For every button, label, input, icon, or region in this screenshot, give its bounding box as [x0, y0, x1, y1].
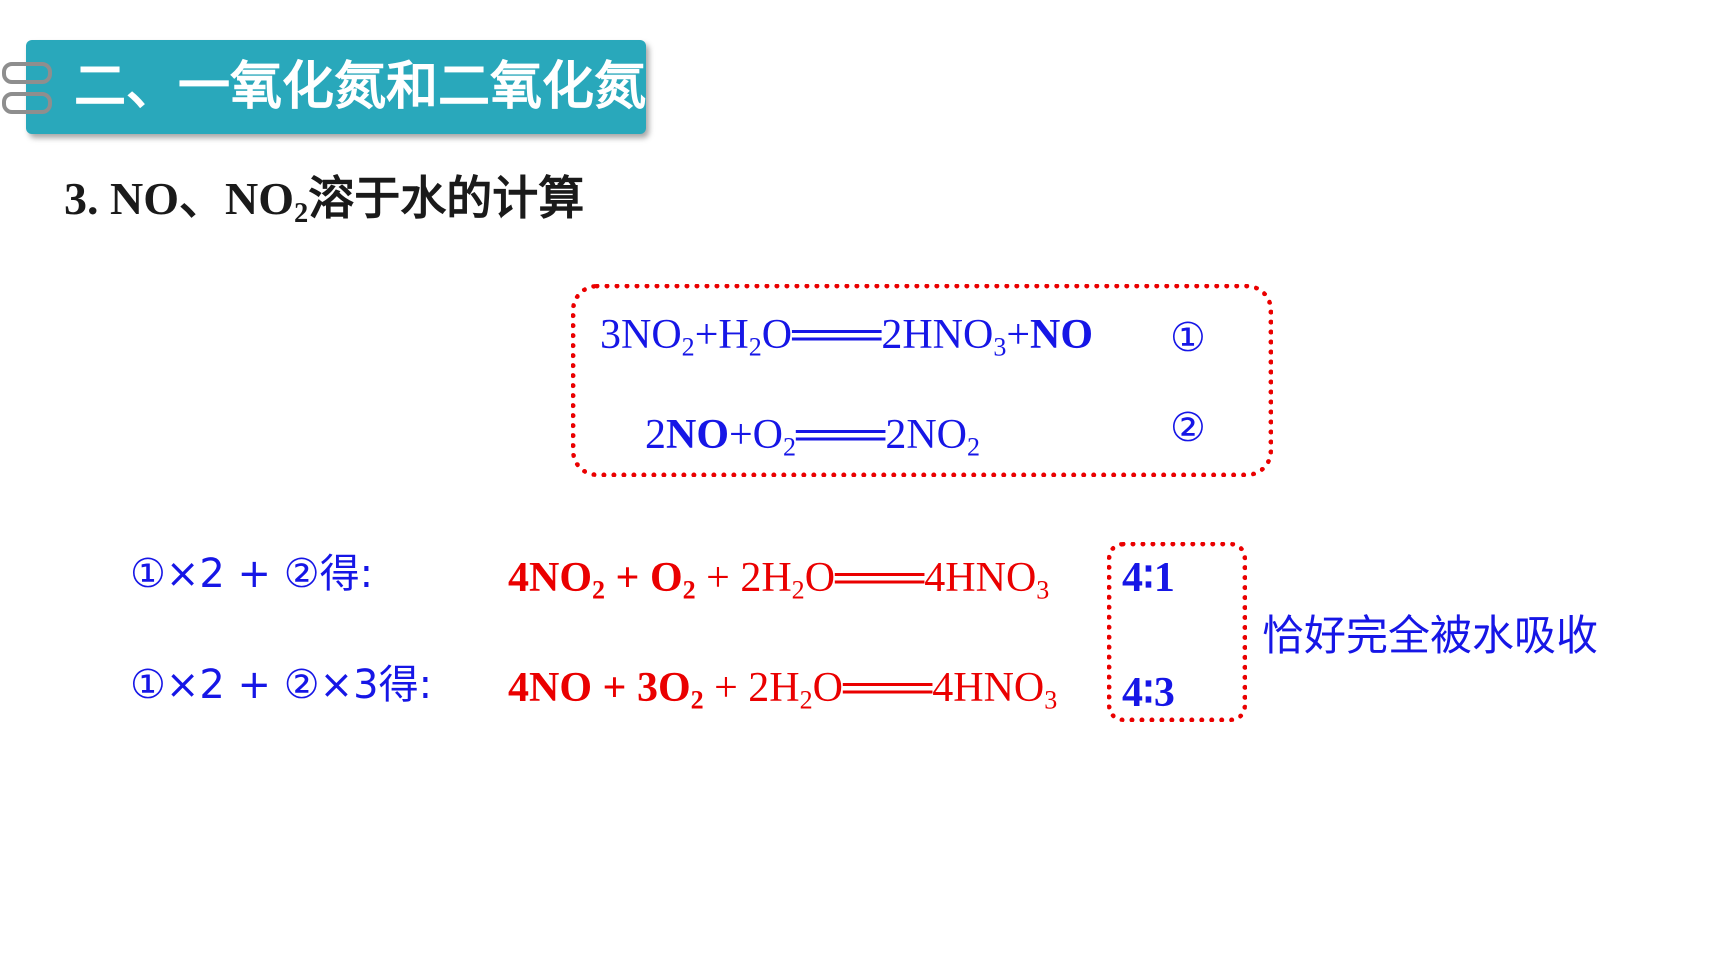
equation-segment: NO	[666, 412, 729, 458]
equation-segment: O═══2HNO	[761, 312, 994, 358]
equation-segment: + 2H	[695, 555, 792, 601]
section-header-banner	[26, 40, 646, 134]
equation-subscript: 2	[690, 685, 704, 715]
equations-dotted-box	[571, 284, 1273, 477]
equation-segment: +O	[729, 412, 784, 458]
reaction-marker-2: ②	[1170, 405, 1206, 451]
equation-subscript: 2	[791, 575, 805, 605]
subtitle-prefix: 3. NO、NO	[64, 173, 294, 224]
equation-segment: O	[649, 555, 683, 601]
reaction-equation-2: 2NO+O2═══2NO2	[645, 405, 980, 465]
equation-subscript: 2	[682, 575, 696, 605]
equation-segment: 4NO	[508, 555, 592, 601]
section-title: 二、一氧化氮和二氧化氮	[74, 57, 647, 117]
equation-segment: 2	[645, 412, 666, 458]
equation-segment: NO	[1030, 312, 1094, 358]
combined-equation-1: 4NO2 + O2 + 2H2O═══4HNO3	[508, 548, 1049, 608]
reaction-marker-1: ①	[1170, 315, 1206, 361]
equation-segment: 3O	[636, 665, 691, 711]
equation-segment: +	[1006, 312, 1031, 358]
ratio-1: 4∶1	[1122, 555, 1175, 601]
conclusion-text: 恰好完全被水吸收	[1262, 611, 1599, 660]
equation-segment: +	[605, 555, 650, 601]
equation-segment: O═══4HNO	[812, 665, 1045, 711]
equation-segment: 3NO	[600, 312, 682, 358]
ratio-2: 4∶3	[1122, 670, 1175, 716]
ratio-dotted-box	[1107, 542, 1247, 722]
equation-subscript: 2	[799, 685, 813, 715]
combination-label-1: ①×2 + ②得:	[130, 551, 374, 597]
equation-segment: ═══2NO	[796, 412, 967, 458]
equation-segment: +	[592, 665, 637, 711]
equation-subscript: 2	[681, 332, 695, 362]
subsection-title: 3. NO、NO2溶于水的计算	[64, 163, 584, 233]
equation-subscript: 3	[993, 332, 1007, 362]
subtitle-subscript: 2	[294, 197, 309, 229]
binder-ring-icon	[2, 62, 52, 84]
equation-subscript: 2	[783, 432, 797, 462]
equation-segment: + 2H	[703, 665, 800, 711]
equation-subscript: 3	[1044, 685, 1058, 715]
equation-subscript: 2	[966, 432, 980, 462]
subtitle-suffix: 溶于水的计算	[308, 171, 585, 225]
equation-segment: O═══4HNO	[804, 555, 1037, 601]
equation-segment: +H	[694, 312, 749, 358]
combined-equation-2: 4NO + 3O2 + 2H2O═══4HNO3	[508, 658, 1057, 718]
equation-subscript: 2	[592, 575, 606, 605]
combination-label-2: ①×2 + ②×3得:	[130, 662, 433, 708]
binder-ring-icon	[2, 92, 52, 114]
equation-subscript: 2	[748, 332, 762, 362]
reaction-equation-1: 3NO2+H2O═══2HNO3+NO	[600, 305, 1093, 365]
equation-segment: 4NO	[508, 665, 592, 711]
equation-subscript: 3	[1036, 575, 1050, 605]
